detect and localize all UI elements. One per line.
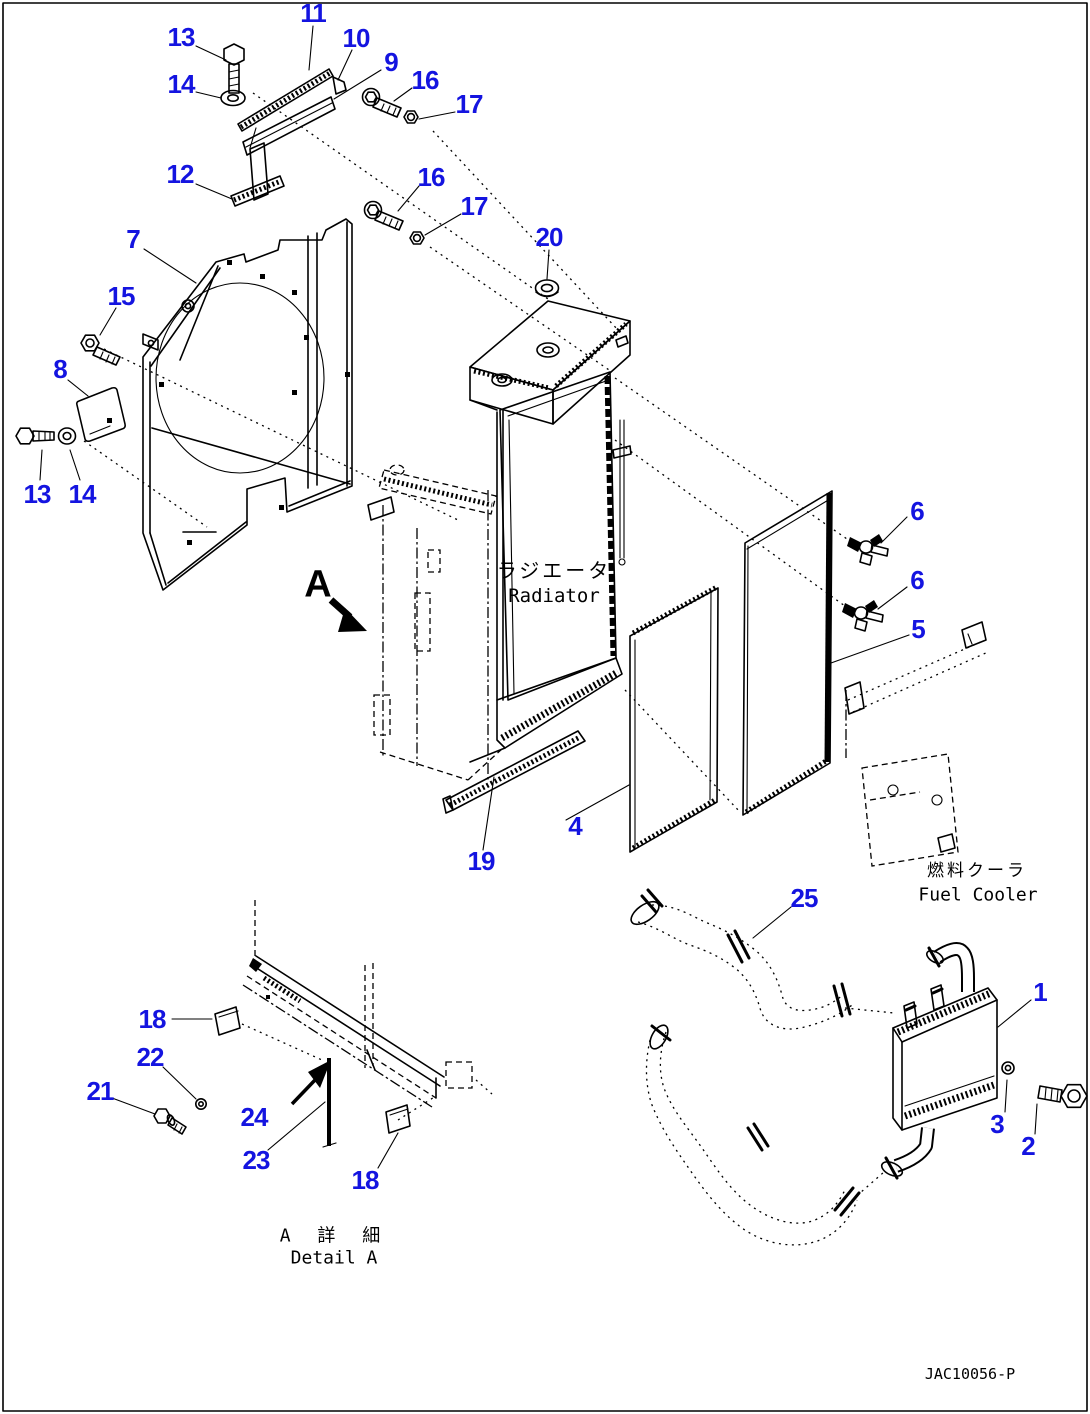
radiator-label-en: Radiator	[508, 585, 600, 608]
callout-17: 17	[455, 89, 484, 119]
radiator-label-jp: ラジエータ	[496, 558, 612, 583]
callout-11: 11	[300, 0, 326, 28]
callout-24: 24	[240, 1102, 269, 1132]
nut-17-first-icon	[403, 110, 419, 124]
callout-16b: 16	[417, 162, 446, 192]
callout-3: 3	[990, 1109, 1005, 1139]
callout-5: 5	[911, 614, 926, 644]
callout-22: 22	[136, 1042, 165, 1072]
callout-18b: 18	[351, 1165, 380, 1195]
nut-17-second-icon	[409, 231, 425, 245]
view-a-arrow-icon	[328, 597, 367, 632]
callout-14b: 14	[68, 479, 97, 509]
fuel-cooler-label-jp: 燃料クーラ	[927, 861, 1027, 882]
radiator-drawing	[367, 300, 632, 781]
wing-bolt-6-lower-icon	[842, 600, 884, 632]
bolt-16-second-icon	[363, 200, 404, 231]
bolt-16-first-icon	[361, 87, 402, 118]
callout-23: 23	[242, 1145, 271, 1175]
callout-20: 20	[535, 222, 564, 252]
pin-23-icon	[322, 1058, 337, 1148]
shroud-mount-holes	[159, 260, 350, 545]
callout-9: 9	[384, 47, 399, 77]
bolt-13-top-icon	[223, 43, 245, 94]
callout-12: 12	[166, 159, 195, 189]
washer-14-left-icon	[57, 427, 77, 445]
hoses-drawing	[630, 888, 861, 1246]
grommet-20-icon	[534, 279, 560, 298]
fuel-cooler-label-en: Fuel Cooler	[918, 884, 1038, 906]
callout-13b: 13	[23, 479, 52, 509]
assembly-guide-lines	[83, 92, 895, 1201]
bolt-21-icon	[153, 1108, 187, 1135]
bolt-13-left-icon	[15, 427, 55, 445]
washer-3-icon	[1001, 1061, 1015, 1075]
callout-6b: 6	[910, 565, 925, 595]
callout-14: 14	[167, 69, 196, 99]
arrow-24-icon	[290, 1060, 331, 1106]
callout-13: 13	[167, 22, 196, 52]
wing-bolt-6-upper-icon	[847, 534, 889, 566]
bolt-15-icon	[80, 334, 121, 366]
callout-leader-lines	[39, 25, 1038, 1169]
fuel-cooler-drawing	[880, 942, 998, 1180]
detail-a-label-en: Detail A	[290, 1247, 378, 1269]
callout-16: 16	[411, 65, 440, 95]
callout-19: 19	[467, 846, 496, 876]
callout-4: 4	[568, 811, 583, 841]
callout-21: 21	[86, 1076, 115, 1106]
fasteners	[15, 43, 1088, 1148]
fuel-cooler-bracket-drawing	[861, 753, 959, 867]
callout-2: 2	[1021, 1131, 1036, 1161]
callout-7: 7	[126, 224, 141, 254]
callout-17b: 17	[460, 191, 489, 221]
callout-25: 25	[790, 883, 819, 913]
bolt-2-icon	[1037, 1083, 1088, 1109]
view-a-letter: A	[304, 563, 332, 606]
callout-15: 15	[107, 281, 136, 311]
detail-a-label-jp: A 詳 細	[279, 1225, 389, 1247]
washer-22-icon	[195, 1098, 208, 1111]
seal-panels-drawing	[442, 490, 833, 853]
plate-8-icon	[75, 386, 126, 443]
callout-1: 1	[1033, 977, 1048, 1007]
callout-8: 8	[53, 354, 68, 384]
detail-a-assembly-drawing	[214, 900, 493, 1134]
support-bracket-drawing	[844, 621, 989, 715]
callout-18: 18	[138, 1004, 167, 1034]
top-bracket-assembly	[230, 68, 347, 207]
callout-6: 6	[910, 496, 925, 526]
drawing-code: JAC10056-P	[924, 1365, 1016, 1384]
callout-10: 10	[342, 23, 371, 53]
fan-shroud-drawing	[142, 218, 353, 591]
